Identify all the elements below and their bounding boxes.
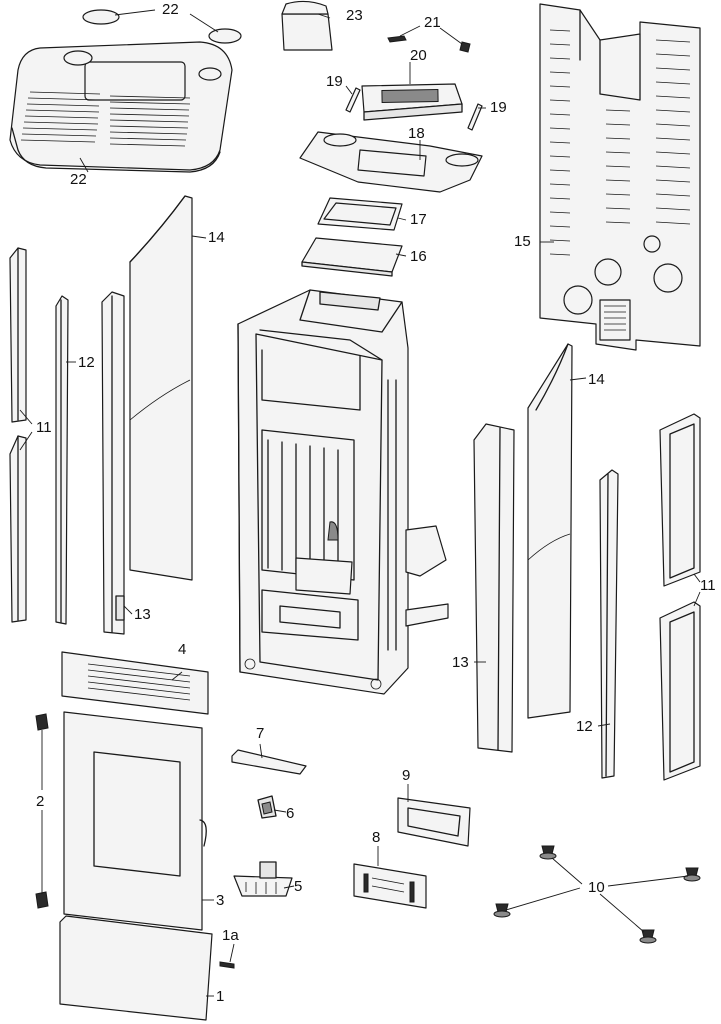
label-1: 1: [216, 988, 224, 1005]
label-3: 3: [216, 892, 224, 909]
label-13-right: 13: [452, 654, 469, 671]
part-10-feet: [493, 845, 701, 944]
part-8-plate: [353, 863, 427, 909]
part-20-control-unit: [361, 83, 463, 121]
label-15: 15: [514, 233, 531, 250]
label-9: 9: [402, 767, 410, 784]
label-12-right: 12: [576, 718, 593, 735]
label-17: 17: [410, 211, 427, 228]
label-5: 5: [294, 878, 302, 895]
label-11-right: 11: [700, 577, 716, 594]
label-22-bottom: 22: [70, 171, 87, 188]
part-2-hinges: [35, 713, 49, 909]
label-20: 20: [410, 47, 427, 64]
part-12-right-rail: [599, 469, 619, 779]
part-19-brackets: [345, 87, 483, 131]
back-panel-slots: [549, 29, 691, 256]
vent-grille-right: [109, 95, 191, 147]
label-23: 23: [346, 7, 363, 24]
part-7-bracket: [231, 749, 307, 775]
part-4-front-grille: [61, 651, 209, 715]
part-3-door: [63, 711, 207, 931]
part-13-left-trim: [101, 291, 125, 635]
label-12-left: 12: [78, 354, 95, 371]
label-14-left: 14: [208, 229, 225, 246]
label-22-top: 22: [162, 1, 179, 18]
label-11-left: 11: [36, 419, 52, 436]
part-13-right-trim: [473, 423, 515, 753]
part-21-clips: [387, 35, 471, 53]
part-16-tray: [301, 237, 403, 277]
part-18-top-plate: [299, 131, 483, 193]
label-8: 8: [372, 829, 380, 846]
part-6-clip: [257, 795, 277, 819]
part-22-covers: [82, 9, 242, 44]
part-11-right-pillar-top: [659, 413, 701, 587]
part-11-left-pillar-bottom: [9, 435, 27, 623]
part-labels: 22 22 23 21 20 19 19 18 17 16 15 14 14 1…: [36, 1, 716, 1005]
part-14-right-side-panel: [527, 343, 573, 719]
label-19-right: 19: [490, 99, 507, 116]
part-15-back-panel: [539, 3, 701, 351]
part-1a-screw: [219, 961, 235, 969]
label-16: 16: [410, 248, 427, 265]
vent-grille-left: [20, 91, 101, 143]
label-21: 21: [424, 14, 441, 31]
label-14-right: 14: [588, 371, 605, 388]
label-10: 10: [588, 879, 605, 896]
label-2: 2: [36, 793, 44, 810]
label-13-left: 13: [134, 606, 151, 623]
part-5-burner-pot: [233, 861, 293, 897]
stove-body: [237, 289, 449, 695]
label-4: 4: [178, 641, 186, 658]
part-11-right-pillar-bottom: [659, 601, 701, 781]
part-23-box: [281, 0, 333, 51]
part-11-left-pillar-top: [9, 247, 27, 423]
label-1a: 1a: [222, 927, 239, 944]
part-14-left-side-panel: [129, 195, 193, 581]
part-9-frame: [397, 797, 471, 847]
leader-lines: [19, 9, 701, 997]
part-1-lower-panel: [59, 915, 213, 1021]
label-19-left: 19: [326, 73, 343, 90]
label-7: 7: [256, 725, 264, 742]
part-17-gasket: [317, 197, 403, 231]
part-22-top-cover: [9, 41, 233, 173]
part-12-left-rail: [55, 295, 69, 625]
label-18: 18: [408, 125, 425, 142]
label-6: 6: [286, 805, 294, 822]
